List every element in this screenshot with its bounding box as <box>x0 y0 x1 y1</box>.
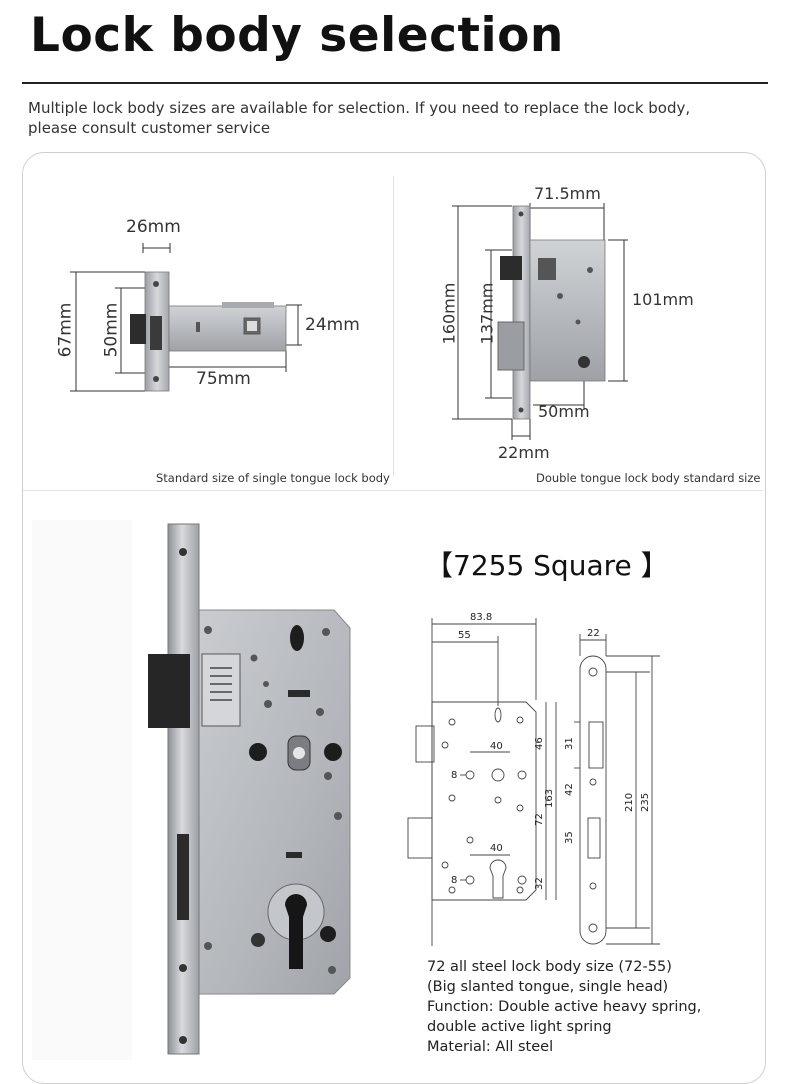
model-description: 72 all steel lock body size (72-55) (Big… <box>427 957 701 1057</box>
double-dim-101: 101mm <box>632 290 694 309</box>
model-title: 【7255 Square 】 <box>425 549 669 582</box>
vertical-divider <box>393 176 394 476</box>
desc-line-1: 72 all steel lock body size (72-55) <box>427 959 672 975</box>
dim-72: 72 <box>534 813 545 826</box>
dim-210: 210 <box>624 793 635 812</box>
desc-line-3: Function: Double active heavy spring, <box>427 999 702 1015</box>
double-tongue-caption: Double tongue lock body standard size <box>536 471 761 485</box>
desc-line-2: (Big slanted tongue, single head) <box>427 979 669 995</box>
dim-235: 235 <box>640 793 651 812</box>
dim-46: 46 <box>534 737 545 750</box>
dim-40a: 40 <box>490 741 503 752</box>
desc-line-4: double active light spring <box>427 1019 612 1035</box>
lock-body-7255-illustration <box>148 523 351 1055</box>
desc-line-5: Material: All steel <box>427 1039 554 1055</box>
single-dim-75: 75mm <box>196 369 251 389</box>
single-tongue-caption: Standard size of single tongue lock body <box>156 471 390 485</box>
dim-8b: 8 <box>451 875 457 886</box>
dim-42: 42 <box>564 783 575 796</box>
page-title: Lock body selection <box>30 8 564 63</box>
dim-35: 35 <box>564 831 575 844</box>
dim-8a: 8 <box>451 770 457 781</box>
single-tongue-lock-illustration <box>70 243 302 392</box>
single-dim-26: 26mm <box>126 217 181 237</box>
horizontal-divider <box>23 490 763 491</box>
dim-31: 31 <box>564 737 575 750</box>
double-dim-50: 50mm <box>538 402 590 421</box>
title-rule <box>22 82 768 84</box>
double-dim-71: 71.5mm <box>534 184 601 203</box>
dim-40b: 40 <box>490 843 503 854</box>
double-dim-22: 22mm <box>498 443 550 462</box>
single-dim-24: 24mm <box>305 315 360 335</box>
dim-32: 32 <box>534 877 545 890</box>
dim-163: 163 <box>544 789 555 808</box>
page-subtitle: Multiple lock body sizes are available f… <box>28 99 691 137</box>
dim-22: 22 <box>587 628 600 639</box>
double-tongue-lock-illustration <box>452 203 628 440</box>
dim-55: 55 <box>458 630 471 641</box>
dim-83-8: 83.8 <box>470 612 492 623</box>
